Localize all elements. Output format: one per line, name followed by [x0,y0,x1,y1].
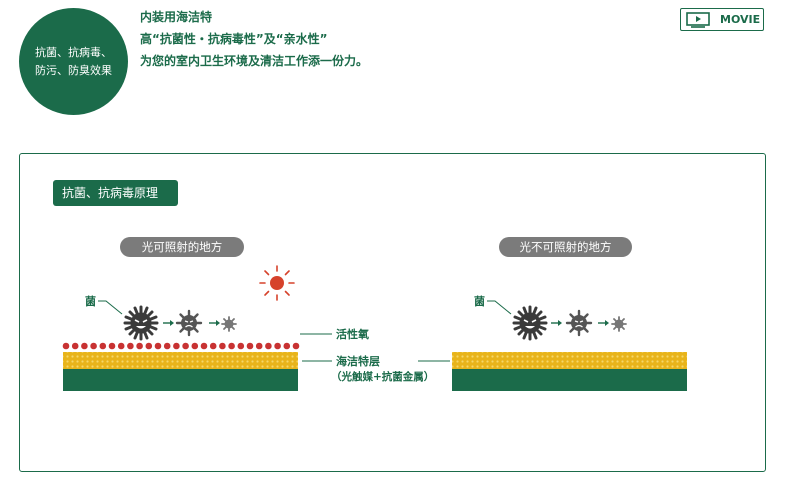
base-layer-left [63,369,298,391]
arrow-right-icon [208,319,221,327]
arrow-right-icon [550,319,563,327]
active-oxygen-dot [136,342,143,350]
germ-icon [512,305,548,341]
active-oxygen-dot [292,342,300,350]
active-oxygen-dot [191,342,199,350]
active-oxygen-dot [163,342,171,350]
active-oxygen-dot [173,342,180,350]
active-oxygen-dot [145,342,153,350]
active-oxygen-dot [283,342,291,350]
active-oxygen-dot [209,342,217,350]
coating-detail-label: （光触媒+抗菌金属） [331,370,434,383]
active-oxygen-dots [62,342,300,350]
active-oxygen-dot [108,342,116,350]
badge-line-1: 抗菌、抗病毒、 [35,45,112,59]
active-oxygen-dot [200,342,208,350]
germ-leader-right [487,300,512,315]
condition-light: 光可照射的地方 [120,237,244,257]
active-oxygen-dot [237,342,245,350]
active-oxygen-dot [62,342,70,350]
active-oxygen-dot [99,342,107,350]
active-oxygen-dot [182,342,189,350]
germ-label-left: 菌 [85,294,96,308]
condition-no-light: 光不可照射的地方 [499,237,632,257]
coating-layer-right [452,352,687,369]
active-oxygen-dot [71,342,79,350]
badge-line-2: 防污、防臭效果 [35,63,112,77]
section-tag: 抗菌、抗病毒原理 [53,180,178,206]
active-oxygen-dot [219,342,226,350]
play-video-icon [686,11,710,28]
arrow-right-icon [162,319,175,327]
germ-dying-icon [221,316,237,332]
germ-label-right: 菌 [474,294,485,308]
coating-layer-left [63,352,298,369]
active-oxygen-dot [246,342,254,350]
germ-dying-icon [611,316,627,332]
germ-leader-left [98,300,123,315]
active-oxygen-dot [255,342,263,350]
germ-icon [123,305,159,341]
active-oxygen-dot [265,342,272,350]
active-oxygen-label: 活性氧 [336,327,369,341]
germ-weakened-icon [175,309,203,337]
coating-layer-label: 海洁特层 [336,354,380,368]
headline: 内装用海洁特 高“抗菌性・抗病毒性”及“亲水性” 为您的室内卫生环境及清洁工作添… [140,6,368,72]
movie-button-label: MOVIE [720,13,761,26]
headline-line-3: 为您的室内卫生环境及清洁工作添一份力。 [140,54,369,68]
arrow-right-icon [597,319,610,327]
active-oxygen-dot [90,342,97,350]
active-oxygen-dot [81,342,88,350]
active-oxygen-dot [127,342,134,350]
headline-line-1: 内装用海洁特 [140,10,213,24]
active-oxygen-dot [274,342,281,350]
base-layer-right [452,369,687,391]
headline-line-2: 高“抗菌性・抗病毒性”及“亲水性” [140,32,328,46]
active-oxygen-dot [117,342,125,350]
germ-weakened-icon [565,309,593,337]
mechanism-diagram: 菌 活性氧 海洁特层 （光触媒+抗菌金属） 菌 [62,265,687,391]
active-oxygen-dot [154,342,162,350]
mechanism-panel: 抗菌、抗病毒原理 光可照射的地方 光不可照射的地方 [19,153,766,472]
feature-badge: 抗菌、抗病毒、 防污、防臭效果 [19,8,128,115]
movie-button[interactable]: MOVIE [680,8,764,31]
active-oxygen-dot [228,342,235,350]
sun-icon [259,265,295,301]
